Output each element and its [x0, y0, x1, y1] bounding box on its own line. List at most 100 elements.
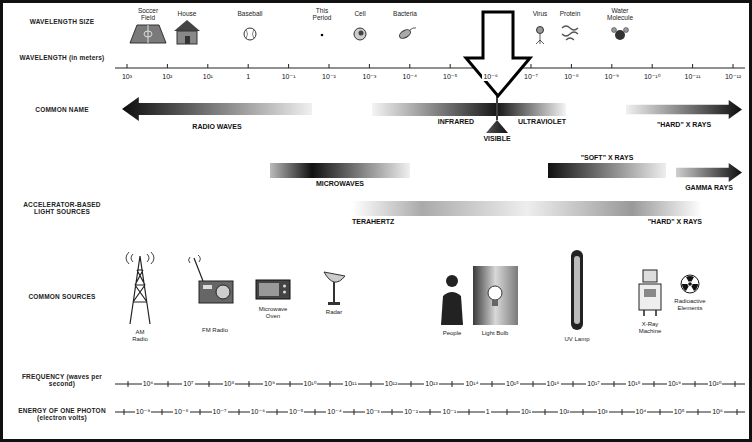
wavelength-value: 10³ [121, 73, 133, 81]
frequency-axis [115, 381, 745, 387]
band-label-row: "HARD" X RAYS [626, 121, 742, 129]
row-heading: ENERGY OF ONE PHOTON (electron volts) [17, 407, 107, 421]
x-ray-machine [643, 270, 657, 282]
radar-dish [324, 272, 345, 305]
band-fill [548, 163, 666, 178]
frequency-value: 10¹² [384, 380, 398, 388]
visible-pointer-arrow [496, 94, 498, 120]
spectrum-band: ULTRAVIOLET [498, 103, 566, 126]
wavelength-value: 10¹ [202, 73, 214, 81]
fm-radio [199, 281, 233, 303]
fm-radio [194, 258, 203, 281]
water-molecule-icon [612, 28, 617, 33]
source-name: Light Bulb [482, 330, 509, 337]
light-bulb [473, 266, 518, 325]
radioactive-symbol [681, 275, 699, 293]
x-ray-machine [644, 289, 656, 297]
band-fill [372, 103, 496, 116]
band-shape [352, 201, 702, 216]
spectrum-band: VISIBLE [482, 120, 512, 143]
frequency-value: 10¹⁷ [586, 380, 601, 388]
radioactive-symbol [688, 282, 692, 286]
size-example-name: Bacteria [393, 10, 417, 17]
energy-value: 10³ [597, 408, 609, 416]
energy-value: 10⁻⁶ [250, 408, 266, 416]
band-shape [270, 163, 410, 178]
spectrum-band: TERAHERTZ"HARD" X RAYS [352, 201, 702, 226]
frequency-value: 10⁶ [142, 380, 155, 388]
band-label: "HARD" X RAYS [648, 218, 702, 226]
protein-icon [562, 26, 578, 40]
radioactive-symbol [682, 284, 689, 291]
source-name: UV Lamp [564, 336, 589, 343]
x-ray-machine [644, 310, 656, 316]
fm-radio [189, 255, 234, 303]
wavelength-axis [115, 68, 745, 69]
band-shape [676, 163, 742, 182]
baseball-icon [244, 28, 256, 40]
row-heading: WAVELENGTH SIZE [30, 18, 95, 25]
frequency-value: 10²⁰ [708, 380, 723, 388]
band-fill [626, 100, 742, 119]
radioactive-symbol [681, 275, 699, 293]
energy-value: 10⁻⁸ [173, 408, 189, 416]
energy-value: 10⁻⁷ [212, 408, 228, 416]
bacteria-icon [410, 28, 416, 30]
wavelength-value: 10⁻¹ [281, 73, 297, 81]
radar-dish [333, 282, 335, 302]
frequency-value: 10⁸ [223, 380, 236, 388]
radioactive-symbol [686, 276, 694, 282]
band-label-row: "SOFT" X RAYS [548, 154, 666, 162]
wavelength-value: 10⁻⁹ [604, 73, 620, 81]
fm-radio [189, 255, 201, 263]
virus-icon [536, 27, 544, 45]
size-example-name: Protein [560, 10, 581, 17]
band-label-row: MICROWAVES [270, 180, 410, 188]
energy-value: 10⁻⁵ [288, 408, 304, 416]
band-label: ULTRAVIOLET [518, 118, 566, 126]
soccer-field-icon [130, 25, 166, 43]
uv-lamp [571, 250, 583, 330]
size-example-name: Baseball [238, 10, 263, 17]
frequency-value: 10⁷ [182, 380, 194, 388]
period-icon [321, 34, 324, 37]
band-shape [372, 103, 496, 116]
source-name: People [443, 330, 462, 337]
uv-lamp [574, 256, 580, 324]
frequency-value: 10¹⁰ [303, 380, 318, 388]
frequency-value: 10¹⁹ [667, 380, 682, 388]
energy-value: 10² [558, 408, 570, 416]
source-name: Radar [326, 309, 342, 316]
cell-icon [354, 28, 366, 40]
spectrum-band: "HARD" X RAYS [626, 100, 742, 129]
band-label-row: RADIO WAVES [122, 123, 312, 131]
energy-value: 10¹ [520, 408, 532, 416]
size-example-name: House [178, 10, 197, 17]
cell-icon [354, 28, 366, 40]
uv-lamp [571, 250, 583, 330]
frequency-value: 10¹³ [424, 380, 438, 388]
cell-icon [359, 31, 364, 36]
water-molecule-icon [615, 30, 625, 40]
person-silhouette [446, 275, 458, 287]
energy-value: 10⁶ [711, 408, 724, 416]
band-label: GAMMA RAYS [685, 184, 733, 192]
light-bulb [492, 300, 498, 306]
wavelength-value: 10⁻³ [361, 73, 377, 81]
frequency-value: 10¹⁴ [464, 380, 479, 388]
energy-value: 10⁻⁴ [326, 408, 343, 416]
energy-value: 10⁴ [635, 408, 648, 416]
baseball-icon [246, 29, 254, 39]
size-example-name: This Period [307, 7, 337, 21]
band-label: MICROWAVES [316, 180, 364, 188]
spectrum-band: MICROWAVES [270, 163, 410, 188]
frequency-value: 10¹⁸ [626, 380, 641, 388]
row-heading: FREQUENCY (waves per second) [17, 373, 107, 387]
am-radio-tower [130, 256, 150, 324]
energy-axis [115, 409, 745, 415]
water-molecule-icon [624, 28, 629, 33]
energy-value: 10⁻⁹ [135, 408, 151, 416]
band-shape [498, 103, 566, 116]
wavelength-value: 10⁻⁵ [442, 73, 458, 81]
